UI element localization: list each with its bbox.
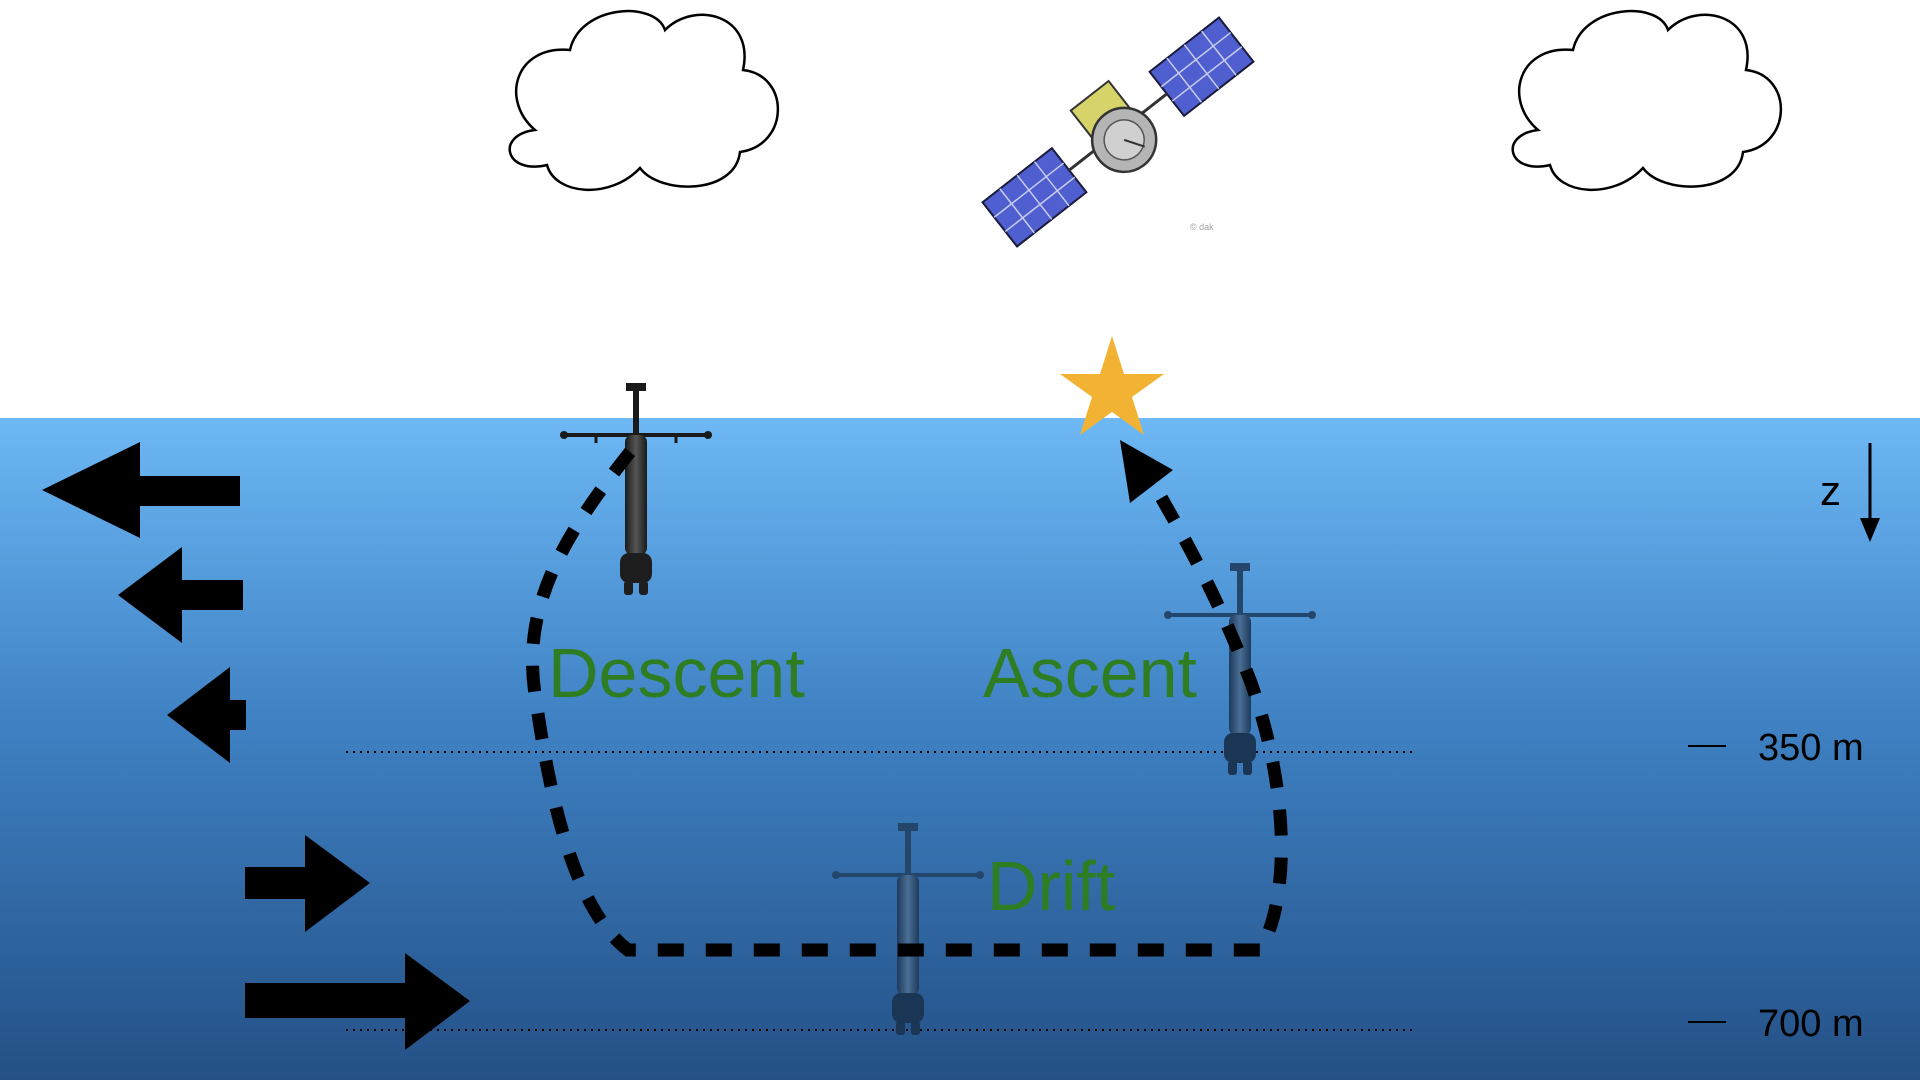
- arrow-icon: [245, 835, 370, 932]
- cloud-icon: [508, 9, 779, 191]
- float-trajectory: [526, 447, 1288, 957]
- float-icon: [560, 383, 712, 595]
- arrow-icon: [167, 667, 246, 763]
- star-icon: [1060, 336, 1164, 435]
- arrow-icon: [118, 547, 243, 643]
- depth-label-700: 700 m: [1758, 1003, 1864, 1045]
- satellite-icon: [981, 16, 1255, 248]
- arrow-icon: [42, 442, 240, 538]
- trajectory-arrowhead: [1120, 440, 1173, 503]
- z-axis-label: z: [1820, 467, 1841, 514]
- float-icon: [1164, 563, 1316, 775]
- image-credit: © dak: [1190, 222, 1214, 232]
- descent-label: Descent: [548, 634, 805, 712]
- drift-label: Drift: [987, 847, 1115, 925]
- z-axis-arrowhead: [1860, 518, 1880, 542]
- float-icon: [832, 823, 984, 1035]
- arrow-icon: [245, 953, 470, 1050]
- ocean: [0, 418, 1920, 1080]
- depth-label-350: 350 m: [1758, 727, 1864, 769]
- ascent-label: Ascent: [983, 634, 1197, 712]
- cloud-icon: [1511, 9, 1782, 191]
